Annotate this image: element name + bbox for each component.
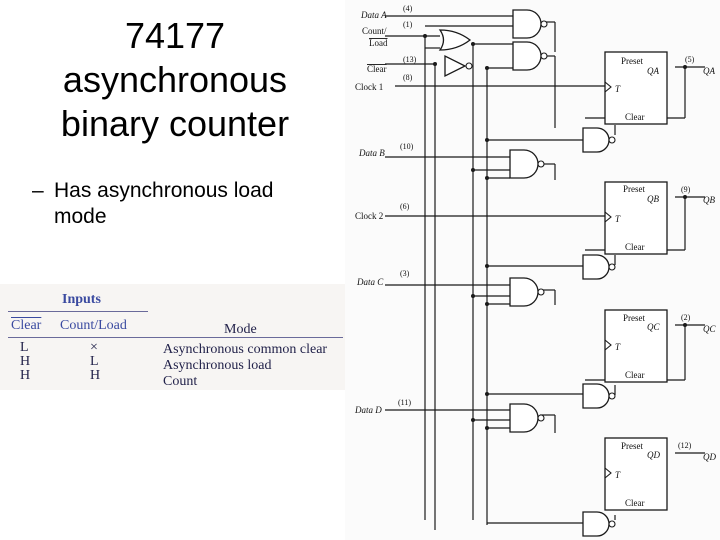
ff-a-t-label: T [615,84,621,94]
flip-flop-d: Preset QD T Clear [604,437,668,511]
bullet-item: – Has asynchronous load mode [32,178,322,230]
table-row-1-count-load: × [90,340,98,355]
output-qd: QD [703,452,716,462]
label-load: Load [369,38,388,48]
table-col-clear: Clear [11,318,42,333]
title-line-2: asynchronous [62,59,288,100]
ff-a-q-label: QA [647,66,659,76]
ff-c-clear-label: Clear [625,370,645,380]
inversion-bubbles [465,20,616,528]
slide-title: 74177 asynchronous binary counter [20,14,330,146]
nand-gate-c-preset [509,277,539,307]
label-data-b: Data B [358,148,385,158]
pin-data-b: (10) [400,142,414,151]
or-gate [438,29,472,51]
table-row-1-clear: L [20,340,29,355]
label-data-c: Data C [356,277,384,287]
label-data-d: Data D [354,405,382,415]
pin-data-d: (11) [398,398,411,407]
nand-gate-a-clear [512,41,542,71]
table-row-2-mode: Asynchronous load [163,358,272,373]
label-data-a: Data A [360,10,387,20]
pin-count-load: (1) [403,20,413,29]
ff-b-t-label: T [615,214,621,224]
nand-gate-d-clear [582,511,610,537]
output-labels: (5) QA (9) QB (2) QC (12) QD [678,55,716,462]
output-qa: QA [703,66,715,76]
table-row-2-clear: H [20,354,31,369]
table-col-count-load: Count/Load [60,318,127,333]
logic-gates [438,9,610,537]
ff-b-q-label: QB [647,194,659,204]
pin-clock2: (6) [400,202,410,211]
ff-b-clear-label: Clear [625,242,645,252]
pin-out-c: (2) [681,313,691,322]
counter-logic-diagram: Preset QA T Clear Preset QB T Clear Pres… [345,0,720,540]
table-row-3-count-load: H [90,368,101,383]
title-line-3: binary counter [60,103,290,144]
title-line-1: 74177 [124,15,226,56]
ff-d-t-label: T [615,470,621,480]
pin-clock1: (8) [403,73,413,82]
flip-flop-b: Preset QB T Clear [604,181,668,255]
bullet-dash: – [32,179,44,202]
pin-data-c: (3) [400,269,410,278]
table-rule-top [8,311,148,312]
nand-gate-d-preset [509,403,539,433]
table-row-1-mode: Asynchronous common clear [163,342,328,357]
ff-c-preset-label: Preset [623,313,645,323]
diagram-wires [385,15,705,530]
table-col-mode: Mode [224,322,257,337]
bullet-text: Has asynchronous load mode [54,179,274,228]
pin-data-a: (4) [403,4,413,13]
ff-b-preset-label: Preset [623,184,645,194]
ff-a-preset-label: Preset [621,56,643,66]
output-qb: QB [703,195,715,205]
flip-flop-a: Preset QA T Clear [604,51,668,125]
ff-a-clear-label: Clear [625,112,645,122]
input-labels: Data A (4) Count/ Load (1) Clear (13) Cl… [354,4,417,415]
label-count-load: Count/ [362,26,387,36]
pin-out-d: (12) [678,441,692,450]
ff-d-clear-label: Clear [625,498,645,508]
table-rule-mid [8,337,343,338]
ff-d-preset-label: Preset [621,441,643,451]
table-row-3-clear: H [20,368,31,383]
table-group-header: Inputs [62,292,101,307]
label-clock1: Clock 1 [355,82,383,92]
nand-gate-a-preset [512,9,542,39]
output-qc: QC [703,324,716,334]
flip-flop-c: Preset QC T Clear [604,309,668,383]
function-table: Inputs Clear Count/Load Mode L × Asynchr… [0,284,345,390]
pin-clear: (13) [403,55,417,64]
ff-c-t-label: T [615,342,621,352]
junction-dots [423,34,687,430]
ff-d-q-label: QD [647,450,660,460]
table-row-2-count-load: L [90,354,99,369]
nand-gate-b-clear [582,254,610,280]
pin-out-a: (5) [685,55,695,64]
nand-gate-b-preset [509,149,539,179]
ff-c-q-label: QC [647,322,660,332]
buffer-gate [444,54,467,78]
pin-out-b: (9) [681,185,691,194]
nand-gate-a-feedback [582,127,610,153]
label-clear: Clear [367,64,387,74]
label-clock2: Clock 2 [355,211,383,221]
table-row-3-mode: Count [163,374,198,389]
nand-gate-c-clear [582,383,610,409]
